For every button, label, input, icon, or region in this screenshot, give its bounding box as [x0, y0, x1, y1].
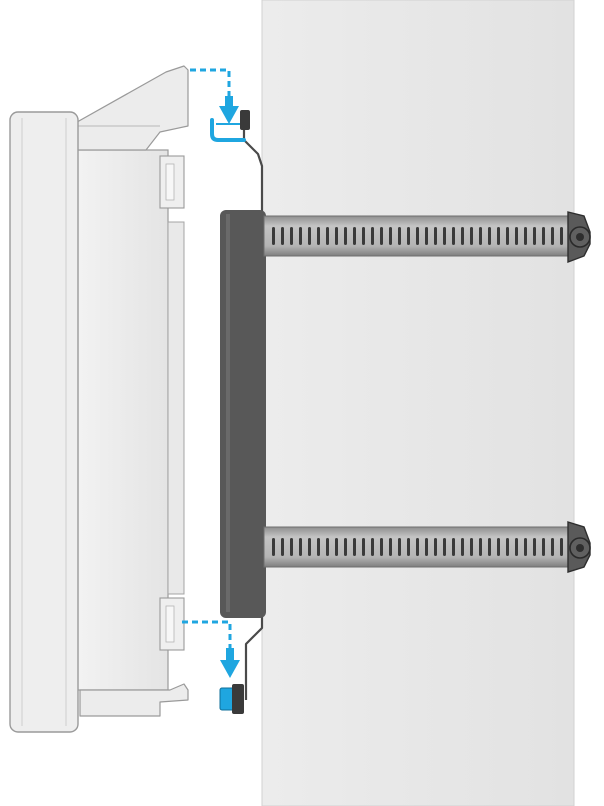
strap-slot — [272, 538, 275, 556]
strap-slot — [380, 227, 383, 245]
strap-slot — [497, 538, 500, 556]
strap-slot — [326, 227, 329, 245]
strap-slot — [317, 538, 320, 556]
strap-slot — [317, 227, 320, 245]
strap-slot — [461, 538, 464, 556]
strap-slot — [533, 538, 536, 556]
strap-slot — [452, 227, 455, 245]
strap-slot — [281, 227, 284, 245]
strap-slot — [524, 538, 527, 556]
strap-slot — [551, 538, 554, 556]
strap-slot — [290, 538, 293, 556]
strap-slot — [308, 538, 311, 556]
strap-slot — [272, 227, 275, 245]
strap-slot — [407, 538, 410, 556]
strap-slot — [335, 538, 338, 556]
strap-slot — [371, 538, 374, 556]
strap-slot — [299, 227, 302, 245]
strap-slot — [533, 227, 536, 245]
strap-slot — [416, 538, 419, 556]
strap-slot — [380, 538, 383, 556]
strap-slot — [488, 538, 491, 556]
strap-slot — [389, 227, 392, 245]
strap-slot — [524, 227, 527, 245]
strap-slot — [425, 538, 428, 556]
back-plate-highlight — [226, 214, 230, 612]
strap-slot — [452, 538, 455, 556]
strap-slot — [560, 538, 563, 556]
strap-slot — [461, 227, 464, 245]
strap-slots — [272, 227, 563, 245]
strap-slot — [470, 538, 473, 556]
strap-slot — [443, 227, 446, 245]
strap-slot — [281, 538, 284, 556]
strap-slot — [371, 227, 374, 245]
strap-slot — [434, 538, 437, 556]
strap-slot — [308, 227, 311, 245]
strap-slot — [362, 227, 365, 245]
arrow-down-icon — [190, 68, 239, 124]
enclosure — [9, 65, 189, 733]
strap-slot — [560, 227, 563, 245]
strap-slot — [425, 227, 428, 245]
strap-slot — [353, 538, 356, 556]
strap-slot — [335, 227, 338, 245]
strap-slot — [515, 227, 518, 245]
strap-slot — [443, 538, 446, 556]
strap-slot — [551, 227, 554, 245]
strap-slot — [515, 538, 518, 556]
strap-slot — [326, 538, 329, 556]
strap-slot — [542, 227, 545, 245]
strap-slot — [344, 227, 347, 245]
strap-slot — [407, 227, 410, 245]
strap-slot — [398, 227, 401, 245]
strap-slot — [479, 538, 482, 556]
strap-slot — [479, 227, 482, 245]
mounting-pole — [261, 0, 575, 806]
strap-slot — [398, 538, 401, 556]
strap-slot — [299, 538, 302, 556]
hook-icon — [219, 684, 244, 714]
strap-slot — [542, 538, 545, 556]
strap-slot — [344, 538, 347, 556]
strap-slot — [416, 227, 419, 245]
strap-slot — [362, 538, 365, 556]
hose-clamp-icon — [263, 211, 591, 264]
strap-slot — [497, 227, 500, 245]
back-plate — [220, 210, 266, 618]
hose-clamp-icon — [263, 521, 591, 573]
strap-slots — [272, 538, 563, 556]
arrow-down-icon — [182, 620, 240, 678]
strap-slot — [506, 538, 509, 556]
strap-slot — [506, 227, 509, 245]
strap-slot — [470, 227, 473, 245]
strap-slot — [353, 227, 356, 245]
strap-slot — [389, 538, 392, 556]
strap-slot — [488, 227, 491, 245]
strap-slot — [290, 227, 293, 245]
strap-slot — [434, 227, 437, 245]
hook-icon — [210, 110, 250, 142]
